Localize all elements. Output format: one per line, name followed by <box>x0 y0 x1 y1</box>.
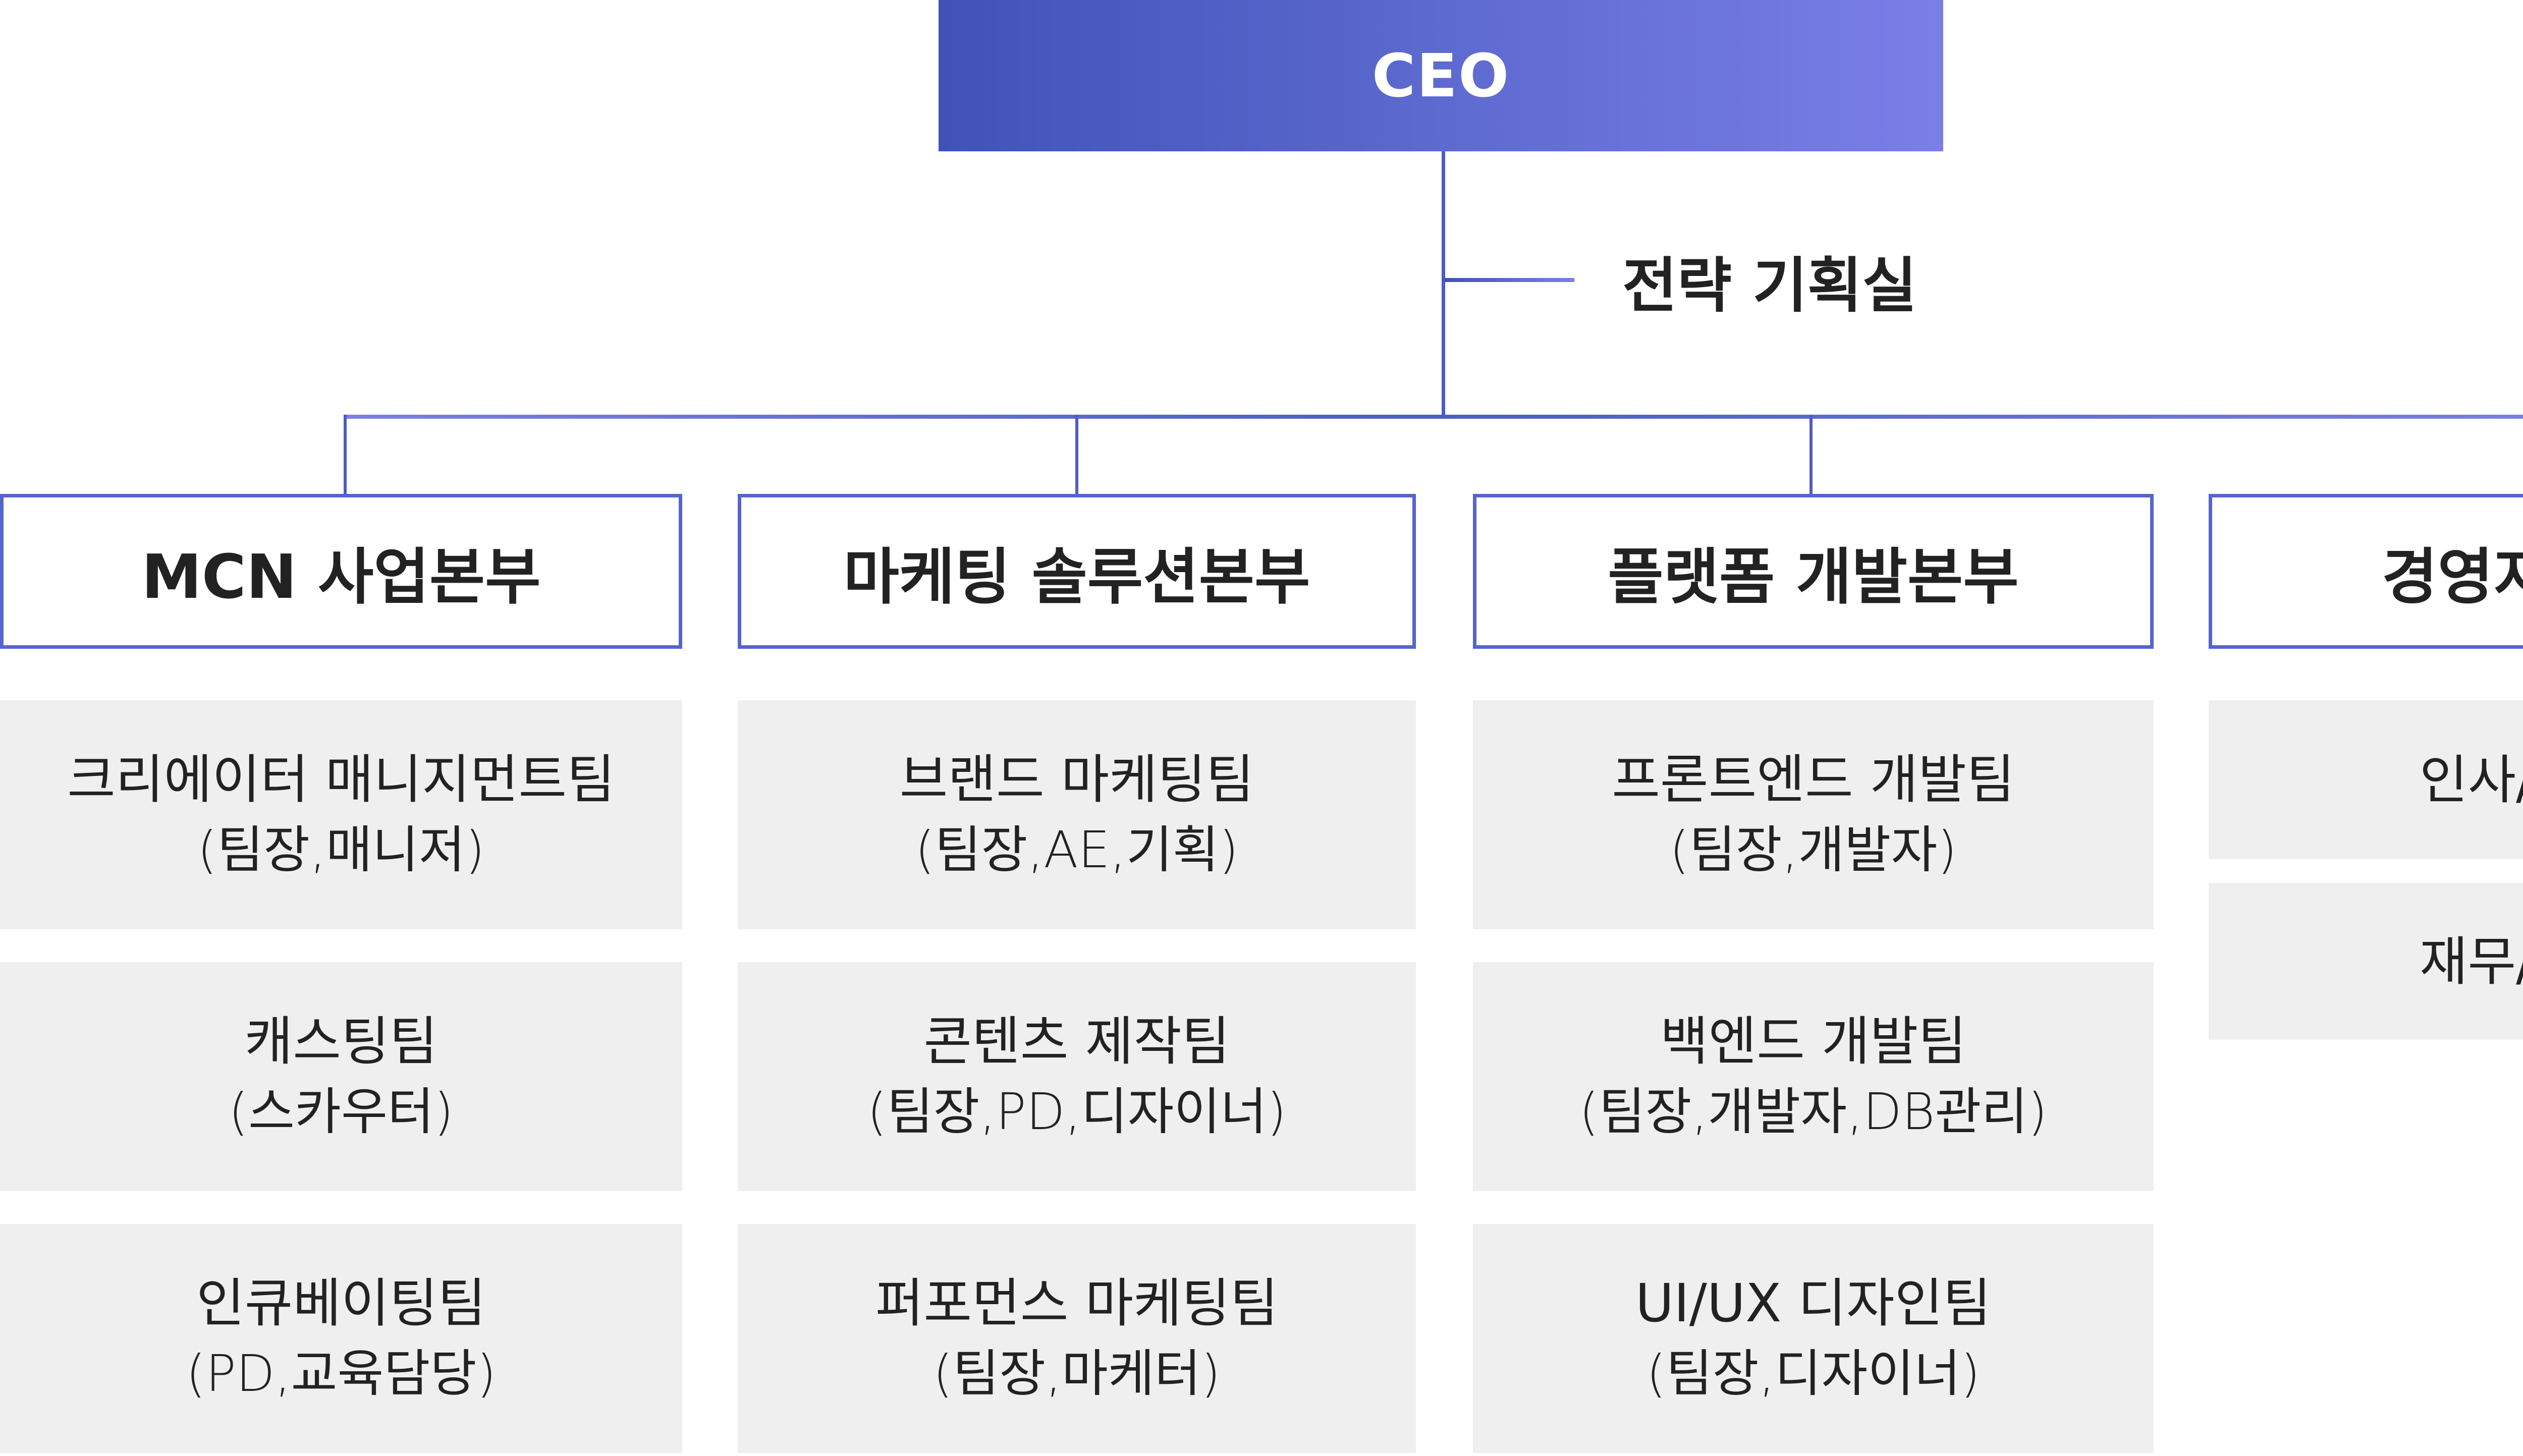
team-name: 콘텐츠 제작팀 <box>923 1011 1230 1072</box>
team-box: 재무/회계팀 <box>2209 883 2523 1040</box>
team-roles: (팀장,AE,기획) <box>915 820 1239 879</box>
division-platform-dev: 플랫폼 개발본부 <box>1473 494 2154 649</box>
team-name: 인사/총무팀 <box>2419 749 2523 811</box>
team-roles: (팀장,개발자,DB관리) <box>1579 1082 2048 1141</box>
division-connector-2 <box>1075 415 1078 495</box>
team-box: 퍼포먼스 마케팅팀 (팀장,마케터) <box>738 1224 1416 1453</box>
team-box: 브랜드 마케팅팀 (팀장,AE,기획) <box>738 700 1416 929</box>
division-connector-1 <box>344 415 347 495</box>
team-roles: (팀장,PD,디자이너) <box>867 1082 1287 1141</box>
division-label: 경영지원본부 <box>2382 542 2523 612</box>
team-name: UI/UX 디자인팀 <box>1635 1272 1991 1334</box>
team-roles: (팀장,개발자) <box>1669 820 1957 879</box>
team-box: 크리에이터 매니지먼트팀 (팀장,매니저) <box>0 700 682 929</box>
division-label: MCN 사업본부 <box>141 542 541 612</box>
division-horizontal-connector <box>344 415 2523 419</box>
division-mcn: MCN 사업본부 <box>0 494 682 649</box>
team-name: 프론트엔드 개발팀 <box>1612 749 2015 810</box>
team-box: 백엔드 개발팀 (팀장,개발자,DB관리) <box>1473 962 2154 1191</box>
team-roles: (팀장,매니저) <box>197 820 485 879</box>
team-box: 인큐베이팅팀 (PD,교육담당) <box>0 1224 682 1453</box>
ceo-vertical-connector <box>1442 151 1445 418</box>
ceo-label: CEO <box>1372 41 1510 110</box>
ceo-box: CEO <box>939 0 1943 151</box>
team-box: 인사/총무팀 <box>2209 700 2523 859</box>
division-label: 마케팅 솔루션본부 <box>843 542 1310 612</box>
team-box: 캐스팅팀 (스카우터) <box>0 962 682 1191</box>
team-name: 퍼포먼스 마케팅팀 <box>875 1272 1279 1334</box>
team-name: 인큐베이팅팀 <box>196 1272 486 1334</box>
division-connector-3 <box>1809 415 1813 495</box>
team-roles: (팀장,마케터) <box>933 1344 1221 1403</box>
strategy-planning-office: 전략 기획실 <box>1622 251 1917 320</box>
team-name: 브랜드 마케팅팀 <box>899 749 1254 810</box>
team-roles: (PD,교육담당) <box>186 1344 497 1403</box>
team-name: 백엔드 개발팀 <box>1660 1011 1967 1072</box>
division-management-support: 경영지원본부 <box>2209 494 2523 649</box>
division-label: 플랫폼 개발본부 <box>1608 542 2019 612</box>
division-marketing-solution: 마케팅 솔루션본부 <box>738 494 1416 649</box>
team-box: 프론트엔드 개발팀 (팀장,개발자) <box>1473 700 2154 929</box>
team-name: 캐스팅팀 <box>244 1011 438 1072</box>
team-name: 크리에이터 매니지먼트팀 <box>67 749 615 810</box>
team-roles: (스카우터) <box>228 1082 454 1141</box>
staff-connector <box>1444 278 1574 282</box>
team-box: 콘텐츠 제작팀 (팀장,PD,디자이너) <box>738 962 1416 1191</box>
team-roles: (팀장,디자이너) <box>1646 1344 1981 1403</box>
team-box: UI/UX 디자인팀 (팀장,디자이너) <box>1473 1224 2154 1453</box>
team-name: 재무/회계팀 <box>2419 930 2523 992</box>
